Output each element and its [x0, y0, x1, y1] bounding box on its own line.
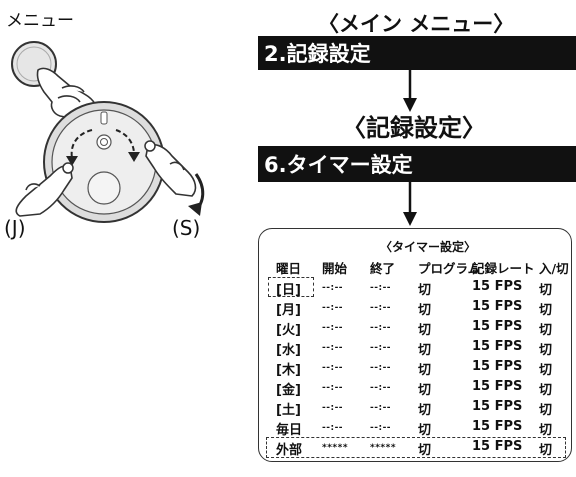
program-cell[interactable]: 切: [418, 423, 432, 438]
header-program: プログラム: [418, 261, 481, 276]
end-cell[interactable]: --:--: [370, 323, 392, 333]
day-cell[interactable]: [土]: [276, 403, 301, 418]
end-cell[interactable]: --:--: [370, 343, 392, 353]
onoff-cell[interactable]: 切: [539, 403, 553, 418]
day-cell[interactable]: [木]: [276, 363, 301, 378]
program-cell[interactable]: 切: [418, 323, 432, 338]
rate-cell[interactable]: 15 FPS: [472, 359, 523, 374]
start-cell[interactable]: --:--: [322, 323, 344, 333]
record-settings-item[interactable]: 2.記録設定: [258, 36, 576, 70]
onoff-cell[interactable]: 切: [539, 343, 553, 358]
table-row[interactable]: [金] --:-- --:-- 切 15 FPS 切: [262, 379, 568, 398]
right-hand-icon: [145, 143, 197, 197]
rate-cell[interactable]: 15 FPS: [472, 319, 523, 334]
onoff-cell[interactable]: 切: [539, 423, 553, 438]
j-label: (J): [4, 216, 26, 240]
header-start: 開始: [322, 261, 348, 276]
day-cell[interactable]: 毎日: [276, 423, 303, 438]
left-hand-icon: [15, 164, 73, 217]
end-cell[interactable]: --:--: [370, 303, 392, 313]
table-row[interactable]: 外部 ***** ***** 切 15 FPS 切: [262, 439, 568, 458]
rate-cell[interactable]: 15 FPS: [472, 439, 523, 454]
table-row[interactable]: [木] --:-- --:-- 切 15 FPS 切: [262, 359, 568, 378]
rate-cell[interactable]: 15 FPS: [472, 419, 523, 434]
rate-cell[interactable]: 15 FPS: [472, 279, 523, 294]
program-cell[interactable]: 切: [418, 383, 432, 398]
onoff-cell[interactable]: 切: [539, 323, 553, 338]
table-row[interactable]: [土] --:-- --:-- 切 15 FPS 切: [262, 399, 568, 418]
table-row[interactable]: [火] --:-- --:-- 切 15 FPS 切: [262, 319, 568, 338]
program-cell[interactable]: 切: [418, 363, 432, 378]
program-cell[interactable]: 切: [418, 343, 432, 358]
header-rate: 記録レート: [472, 261, 535, 276]
timer-settings-item[interactable]: 6.タイマー設定: [258, 146, 576, 182]
onoff-cell[interactable]: 切: [539, 363, 553, 378]
table-row[interactable]: [水] --:-- --:-- 切 15 FPS 切: [262, 339, 568, 358]
rotate-arrows-icon: [70, 129, 135, 159]
onoff-cell[interactable]: 切: [539, 303, 553, 318]
timer-table-title: 〈タイマー設定〉: [380, 240, 477, 254]
curved-arrow-icon: [188, 173, 205, 216]
table-row[interactable]: [日] --:-- --:-- 切 15 FPS 切: [262, 279, 568, 298]
program-cell[interactable]: 切: [418, 443, 432, 458]
s-label: (S): [172, 216, 201, 240]
start-cell[interactable]: --:--: [322, 283, 344, 293]
day-cell[interactable]: 外部: [276, 443, 303, 458]
start-cell[interactable]: --:--: [322, 423, 344, 433]
main-menu-title: 〈メイン メニュー〉: [318, 12, 515, 36]
onoff-cell[interactable]: 切: [539, 383, 553, 398]
controller-illustration: [11, 41, 205, 223]
start-cell[interactable]: --:--: [322, 343, 344, 353]
record-settings-title: 〈記録設定〉: [342, 114, 486, 142]
end-cell[interactable]: --:--: [370, 423, 392, 433]
start-cell[interactable]: --:--: [322, 363, 344, 373]
table-row[interactable]: 毎日 --:-- --:-- 切 15 FPS 切: [262, 419, 568, 438]
program-cell[interactable]: 切: [418, 303, 432, 318]
menu-label: メニュー: [6, 11, 74, 31]
external-row-highlight: [266, 437, 566, 458]
onoff-cell[interactable]: 切: [539, 283, 553, 298]
start-cell[interactable]: *****: [322, 443, 349, 453]
start-cell[interactable]: --:--: [322, 403, 344, 413]
rate-cell[interactable]: 15 FPS: [472, 339, 523, 354]
table-row[interactable]: [月] --:-- --:-- 切 15 FPS 切: [262, 299, 568, 318]
start-cell[interactable]: --:--: [322, 303, 344, 313]
program-cell[interactable]: 切: [418, 283, 432, 298]
rate-cell[interactable]: 15 FPS: [472, 299, 523, 314]
down-arrow-icon: [403, 182, 417, 226]
day-cell[interactable]: [水]: [276, 343, 301, 358]
end-cell[interactable]: --:--: [370, 403, 392, 413]
onoff-cell[interactable]: 切: [539, 443, 553, 458]
day-cell[interactable]: [日]: [276, 283, 301, 298]
end-cell[interactable]: --:--: [370, 363, 392, 373]
down-arrow-icon: [403, 70, 417, 112]
jog-dial-icon[interactable]: [43, 101, 165, 223]
program-cell[interactable]: 切: [418, 403, 432, 418]
start-cell[interactable]: --:--: [322, 383, 344, 393]
end-cell[interactable]: --:--: [370, 283, 392, 293]
end-cell[interactable]: --:--: [370, 383, 392, 393]
rate-cell[interactable]: 15 FPS: [472, 399, 523, 414]
selected-day-cursor: [268, 277, 314, 297]
day-cell[interactable]: [金]: [276, 383, 301, 398]
header-day: 曜日: [276, 261, 302, 276]
end-cell[interactable]: *****: [370, 443, 397, 453]
header-onoff: 入/切: [539, 261, 569, 276]
header-end: 終了: [370, 261, 396, 276]
table-header: 曜日 開始 終了 プログラム 記録レート 入/切: [262, 258, 569, 276]
day-cell[interactable]: [火]: [276, 323, 301, 338]
timer-settings-panel: [258, 228, 572, 462]
day-cell[interactable]: [月]: [276, 303, 301, 318]
rate-cell[interactable]: 15 FPS: [472, 379, 523, 394]
